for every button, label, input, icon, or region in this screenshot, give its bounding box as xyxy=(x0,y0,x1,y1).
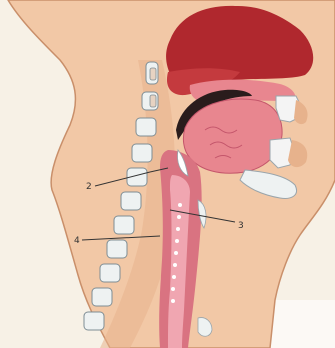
label-3: 3 xyxy=(238,221,244,231)
label-2: 2 xyxy=(86,182,92,192)
label-4: 4 xyxy=(74,236,80,246)
